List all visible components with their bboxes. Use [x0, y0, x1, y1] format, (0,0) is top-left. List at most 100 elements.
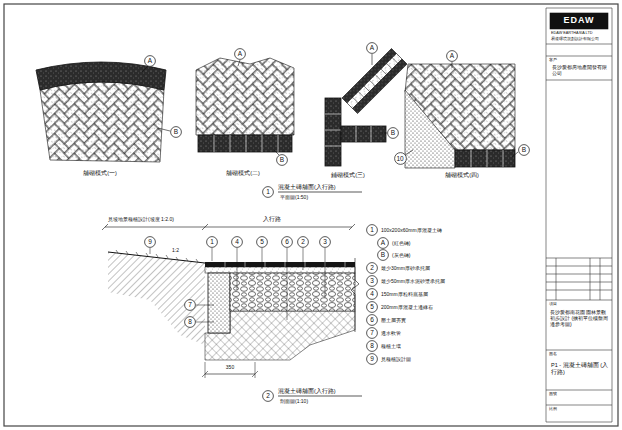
- drawing-name: P1 - 混凝土磚舖面 (入行路): [551, 362, 609, 375]
- title-block: [590, 258, 591, 300]
- section-drawing: [105, 227, 352, 228]
- section-drawing: [102, 224, 355, 230]
- callout-circle: 5: [366, 301, 378, 313]
- callout-circle: B: [377, 249, 389, 261]
- callout-number: 6: [281, 236, 293, 248]
- legend-text: 最少30mm厚砂承托層: [381, 265, 430, 271]
- legend-text: 150mm厚粒料底基層: [381, 291, 428, 297]
- callout-circle: 6: [281, 236, 293, 248]
- callout-outline: [257, 237, 268, 248]
- callout-number: 2: [262, 390, 274, 402]
- title-block: [556, 258, 557, 300]
- section-drawing: [225, 262, 345, 267]
- callout-outline: [367, 354, 378, 365]
- callout-circle: 6: [366, 314, 378, 326]
- callout-circle: 2: [262, 390, 274, 402]
- drawing-title: 混凝土磚舖面(入行路): [278, 184, 336, 191]
- paving-pattern: [238, 60, 240, 66]
- title-block-heading: 圖號: [549, 392, 557, 397]
- pattern-caption: 鋪砌模式(三): [331, 172, 365, 179]
- callout-circle: 8: [184, 316, 196, 328]
- paving-pattern: [36, 62, 170, 162]
- pattern-caption: 舖砌模式(四): [445, 172, 479, 179]
- callout-circle: B: [387, 127, 399, 139]
- callout-outline: [185, 300, 196, 311]
- section-drawing: [102, 224, 359, 378]
- paving-pattern: [356, 126, 371, 142]
- callout-circle: 1: [206, 236, 218, 248]
- title-block: [612, 8, 613, 422]
- title-block-heading: 項目: [549, 302, 557, 307]
- paving-pattern: [342, 49, 407, 114]
- callout-outline: [367, 225, 378, 236]
- callout-outline: [367, 276, 378, 287]
- callout-number: 3: [319, 236, 331, 248]
- title-block: [546, 8, 547, 422]
- callout-circle: A: [234, 48, 246, 60]
- callout-outline: [394, 152, 406, 164]
- callout-outline: [235, 49, 246, 60]
- section-drawing: [230, 273, 355, 311]
- paving-pattern: [512, 152, 518, 157]
- section-drawing: [116, 250, 198, 262]
- callout-outline: [367, 302, 378, 313]
- callout-outline: [378, 238, 389, 249]
- callout-circle: 3: [366, 275, 378, 287]
- paving-pattern: [325, 114, 341, 146]
- callout-outline: [277, 155, 288, 166]
- paving-pattern: [353, 59, 407, 113]
- legend-text: (紅色磚): [392, 240, 410, 246]
- callout-number: 5: [366, 301, 378, 313]
- slope-ratio: 1:2: [172, 247, 179, 253]
- company-name: 易道環境規劃設計有限公司: [551, 37, 599, 42]
- section-drawing: [205, 374, 255, 375]
- callout-outline: [145, 56, 156, 67]
- section-drawing: [202, 362, 258, 378]
- legend-text: 200mm厚混凝土邊緣石: [381, 304, 433, 310]
- callout-number: 6: [366, 314, 378, 326]
- dimension-note: 見坡地景種植設計(坡度 1:2.0): [108, 216, 174, 222]
- callout-circle: B: [170, 126, 182, 138]
- callout-outline: [388, 128, 399, 139]
- callout-outline: [367, 263, 378, 274]
- callout-outline: [320, 237, 331, 248]
- company-name: EDAW EARTHASIA LTD: [551, 31, 593, 36]
- paving-pattern: [142, 66, 148, 72]
- callout-number: A: [446, 50, 458, 62]
- legend-text: 壓土層夯實: [381, 317, 406, 323]
- callout-circle: A: [366, 42, 378, 54]
- paving-pattern: [405, 150, 413, 155]
- callout-number: 2: [297, 236, 309, 248]
- paving-pattern: [36, 62, 166, 90]
- title-block: [546, 8, 612, 9]
- callout-circle: 2: [297, 236, 309, 248]
- callout-number: 9: [144, 236, 156, 248]
- section-drawing: [205, 262, 355, 267]
- callout-outline: [232, 237, 243, 248]
- title-block-heading: 客戶: [549, 58, 557, 63]
- title-block: [550, 13, 608, 29]
- callout-number: 5: [256, 236, 268, 248]
- callout-number: B: [170, 126, 182, 138]
- callout-outline: [282, 237, 293, 248]
- section-drawing: [351, 258, 359, 332]
- callout-outline: [185, 317, 196, 328]
- callout-outline: [171, 127, 182, 138]
- title-block: [600, 258, 601, 300]
- callout-circle: 4: [231, 236, 243, 248]
- callout-number: B: [276, 154, 288, 166]
- title-block: [546, 80, 612, 81]
- callout-outline: [207, 237, 218, 248]
- paving-pattern: [405, 90, 455, 168]
- callout-number: 8: [184, 316, 196, 328]
- title-block-heading: 圖名: [549, 352, 557, 357]
- dimension-note: 入行路: [263, 216, 281, 223]
- sheet-frame: [4, 4, 618, 426]
- title-underline: [278, 396, 362, 397]
- callout-outline: [367, 43, 378, 54]
- callout-circle: A: [144, 55, 156, 67]
- title-block: [546, 422, 612, 423]
- callout-outline: [145, 237, 156, 248]
- pattern-caption: 舖砌模式(一): [83, 170, 117, 177]
